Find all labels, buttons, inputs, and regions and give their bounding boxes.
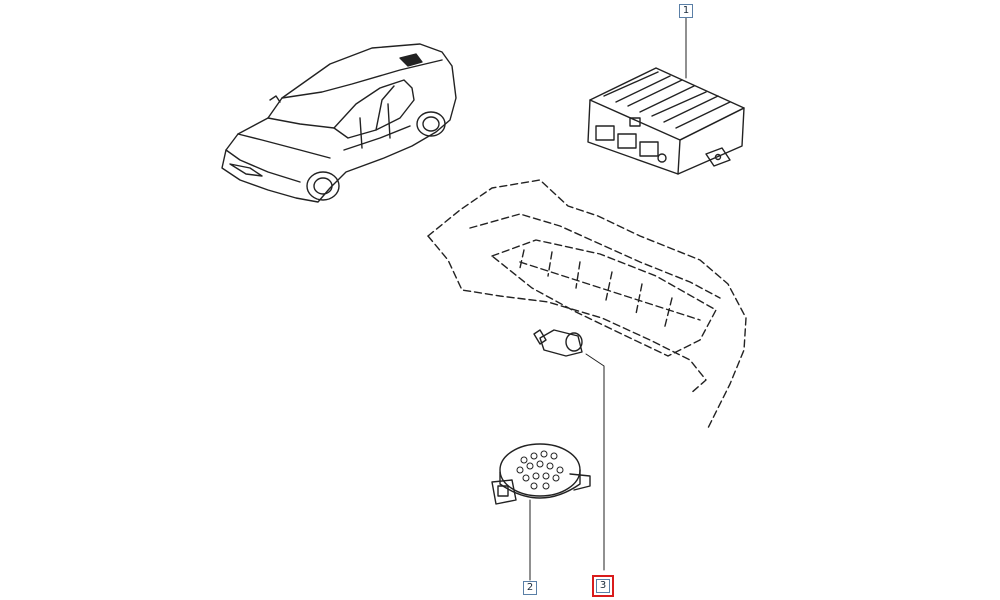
control-unit-drawing [587, 67, 745, 175]
callout-3[interactable]: 3 [592, 575, 614, 597]
callout-2[interactable]: 2 [523, 581, 537, 595]
vehicle-illustration [221, 43, 457, 203]
parking-sensor-drawing [533, 329, 583, 357]
bumper-drawing [427, 179, 747, 429]
buzzer-drawing [491, 443, 591, 505]
callout-1[interactable]: 1 [679, 4, 693, 18]
leader-lines [529, 17, 687, 581]
